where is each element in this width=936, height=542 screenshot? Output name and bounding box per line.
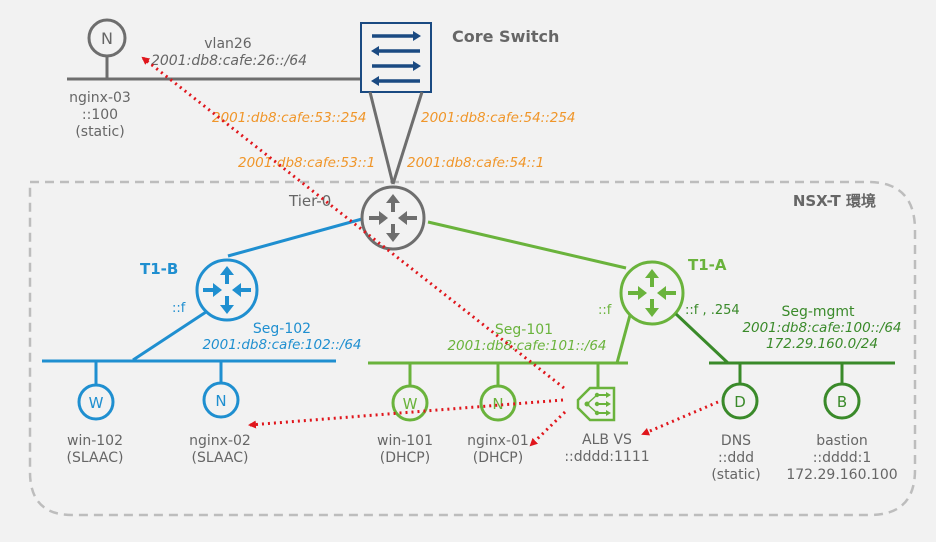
svg-text:N: N [215,392,226,410]
nginx-02-node[interactable]: N [202,361,240,419]
t1b-router[interactable] [195,258,259,322]
server-icon [77,383,115,421]
uplink-right-switch-addr: 2001:db8:cafe:54::254 [421,110,576,126]
t1a-router[interactable] [619,260,685,326]
server-icon [721,382,759,420]
t1a-iface-right: ::f , .254 [685,303,740,318]
seg102-prefix: 2001:db8:cafe:102::/64 [202,337,361,353]
uplink-left [368,91,395,185]
tier0-label: Tier-0 [288,192,331,210]
t1b-seg102-link [132,310,207,362]
alb-vs-addr: ::dddd:1111 [564,449,649,465]
t1b-iface: ::f [172,301,186,316]
dns-mode: (static) [711,467,760,483]
seg101-name: Seg-101 [495,322,553,338]
svg-text:N: N [492,395,503,413]
tier0-t1b-link [227,217,363,258]
nginx-02-mode: (SLAAC) [191,450,248,466]
dns-addr: ::ddd [718,450,754,466]
server-icon [202,381,240,419]
nsx-environment-boundary [28,180,917,517]
traffic-arrow-to-nginx-03 [141,56,565,390]
tier0-t1a-link [427,220,627,270]
core-switch[interactable] [360,22,432,93]
segmgmt-name: Seg-mgmt [781,304,855,320]
vlan26-prefix: 2001:db8:cafe:26::/64 [151,53,307,69]
nginx-01-mode: (DHCP) [473,450,523,466]
win-101-node[interactable]: W [391,363,429,422]
t1a-label: T1-A [688,256,727,274]
server-icon [87,18,127,58]
router-icon [619,260,685,326]
uplink-left-tier0-addr: 2001:db8:cafe:53::1 [238,155,375,171]
server-icon [823,382,861,420]
nginx-01-node[interactable]: N [479,363,517,422]
nginx-01-name: nginx-01 [467,433,529,449]
svg-text:W: W [403,395,418,413]
win-102-node[interactable]: W [77,361,115,421]
vlan26-name: vlan26 [204,36,252,52]
router-icon [360,185,426,251]
win-102-name: win-102 [67,433,123,449]
bastion-addr: ::dddd:1 [813,450,872,466]
svg-text:B: B [837,393,847,411]
win-101-mode: (DHCP) [380,450,430,466]
tier0-router[interactable] [360,185,426,251]
t1a-seg101-link [615,314,632,364]
bastion-name: bastion [816,433,868,449]
seg101-prefix: 2001:db8:cafe:101::/64 [447,338,606,354]
nginx-03-name: nginx-03 [69,90,131,106]
dns-node[interactable]: D [721,363,759,420]
t1a-segmgmt-link [674,312,730,365]
nginx-03-node[interactable]: N [87,18,127,79]
svg-text:D: D [734,393,746,411]
bastion-ipv4: 172.29.160.100 [786,467,897,483]
t1b-label: T1-B [140,260,178,278]
traffic-arrow-to-nginx-01 [529,410,567,447]
dns-name: DNS [721,433,751,449]
nsx-environment-label: NSX-T 環境 [793,192,876,210]
segmgmt-prefix: 2001:db8:cafe:100::/64 [742,320,901,336]
nginx-02-name: nginx-02 [189,433,251,449]
seg102-name: Seg-102 [253,321,311,337]
traffic-arrow-dns-to-alb [641,400,719,436]
segmgmt-ipv4: 172.29.160.0/24 [766,336,878,352]
nginx-03-mode: (static) [75,124,124,140]
router-icon [195,258,259,322]
bastion-node[interactable]: B [823,363,861,420]
uplink-left-switch-addr: 2001:db8:cafe:53::254 [212,110,367,126]
uplink-right-tier0-addr: 2001:db8:cafe:54::1 [407,155,544,171]
uplink-right [391,91,424,185]
svg-text:W: W [89,394,104,412]
alb-vs-name: ALB VS [582,432,632,448]
traffic-arrow-to-nginx-02 [248,398,564,429]
win-102-mode: (SLAAC) [66,450,123,466]
win-101-name: win-101 [377,433,433,449]
t1a-iface-left: ::f [598,303,612,318]
svg-text:N: N [101,29,113,48]
core-switch-label: Core Switch [452,27,559,46]
alb-vs-node[interactable] [576,363,616,422]
nginx-03-addr: ::100 [82,107,118,123]
